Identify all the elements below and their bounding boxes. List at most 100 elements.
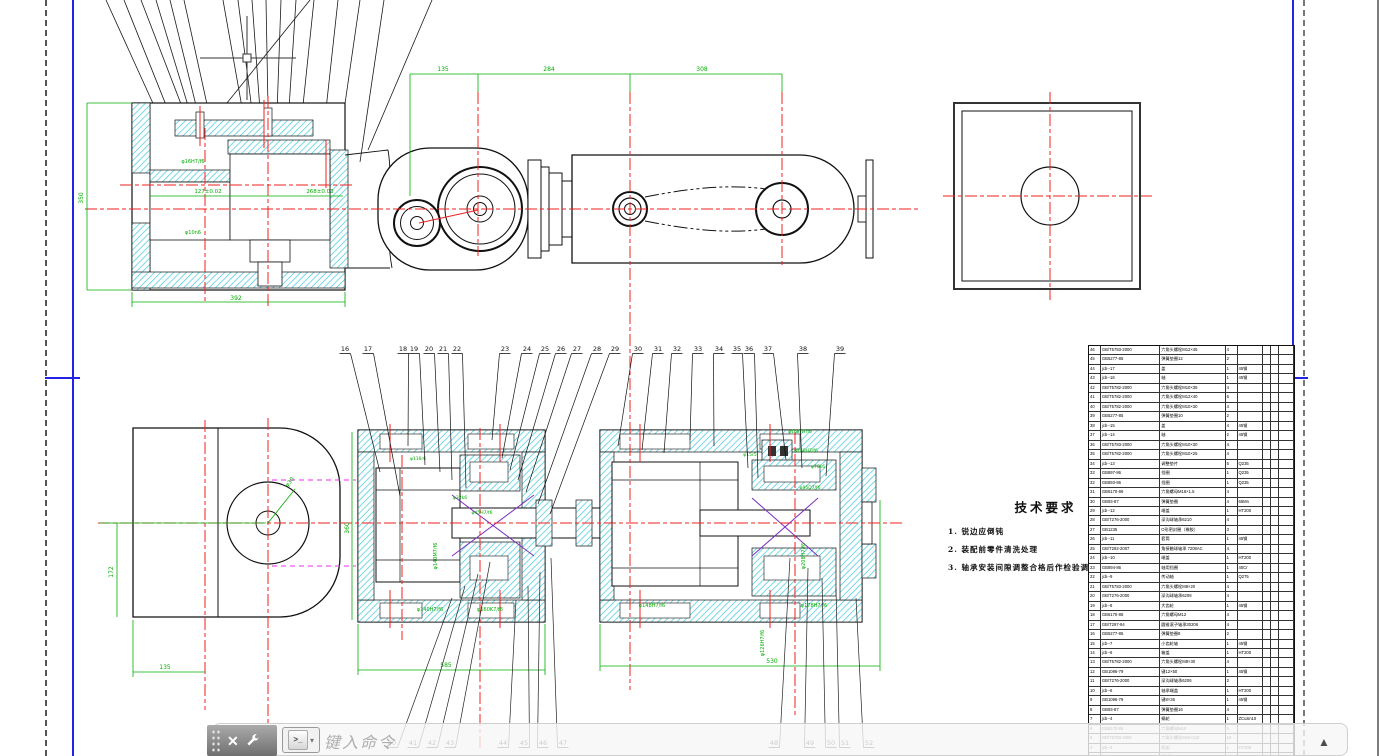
table-cell: GB894-86 [1101,563,1161,573]
table-cell [1271,544,1280,554]
table-cell: 六角螺母M16×1.5 [1160,488,1226,497]
table-cell: ZCuSn10 [1238,715,1264,724]
table-cell [1263,364,1272,374]
table-cell: 45钢 [1238,667,1264,677]
table-cell: 29 [1089,506,1101,516]
table-cell: 1 [1226,506,1238,516]
table-cell: 40Cr [1238,563,1264,573]
table-cell [1263,715,1272,724]
command-bar-handle[interactable]: ✕ [207,725,277,756]
table-cell: GB5277-85 [1101,630,1161,639]
table-cell [1279,667,1294,677]
table-cell [1238,440,1264,450]
table-cell [1279,516,1294,525]
table-cell: 11 [1089,677,1101,686]
table-cell: Q235 [1238,469,1264,478]
table-cell [1279,383,1294,393]
table-cell [1279,525,1294,535]
table-cell [1271,516,1280,525]
table-cell: GB6170-86 [1101,488,1161,497]
table-cell [1238,677,1264,686]
table-cell [1271,412,1280,421]
table-cell: GB5277-85 [1101,412,1161,421]
table-cell [1271,497,1280,506]
table-cell [1271,506,1280,516]
table-cell: jcb--8 [1101,601,1161,611]
table-cell [1279,402,1294,412]
table-cell: 32 [1089,478,1101,488]
table-cell [1263,592,1272,601]
table-cell [1238,346,1264,355]
command-prompt-icon[interactable]: >_ [287,730,308,750]
table-cell [1263,478,1272,488]
table-cell [1238,412,1264,421]
table-cell: GB/T297-94 [1101,620,1161,630]
dimension-label: φ178H7/f6 [801,603,827,609]
table-cell [1271,383,1280,393]
leader-number: 35 [733,345,741,353]
drag-grip-icon[interactable] [211,728,221,753]
dimension-label: 172 [108,566,115,578]
dimension-label: φ126H7/f6 [760,630,766,656]
table-cell: 4 [1226,592,1238,601]
table-cell [1271,535,1280,544]
window-border-right [1377,0,1379,756]
table-cell: 1 [1226,364,1238,374]
table-cell [1279,573,1294,582]
dimension-label: 135 [159,664,171,671]
table-cell [1263,611,1272,620]
table-cell: 17 [1089,620,1101,630]
table-cell [1238,592,1264,601]
table-cell [1279,601,1294,611]
table-cell: 24 [1089,554,1101,563]
chevron-down-icon[interactable]: ▾ [309,735,314,745]
dimension-label: φ208H7/f6 [801,543,807,569]
table-cell [1271,374,1280,383]
table-cell [1263,554,1272,563]
table-cell [1263,506,1272,516]
table-cell: 弹簧垫圈8 [1160,630,1226,639]
table-cell: Q235 [1238,478,1264,488]
table-cell: 37 [1089,431,1101,440]
table-cell: 45钢 [1238,374,1264,383]
table-cell: 1 [1226,639,1238,648]
command-prompt-box[interactable]: >_ ▾ [282,727,320,753]
table-cell: 弹簧垫圈12 [1160,355,1226,364]
table-cell [1279,364,1294,374]
table-cell [1271,488,1280,497]
table-cell: 21 [1089,582,1101,592]
table-cell: jcb--11 [1101,535,1161,544]
table-cell: 六角头螺栓M10×30 [1160,402,1226,412]
close-icon[interactable]: ✕ [227,732,239,749]
table-cell [1279,374,1294,383]
command-input[interactable]: 键入命令 [324,735,397,752]
wrench-icon[interactable] [245,733,261,749]
table-cell [1271,658,1280,667]
table-cell: 4 [1226,383,1238,393]
table-cell: 13 [1089,658,1101,667]
expand-arrow-button[interactable]: ▲ [1318,735,1330,749]
dimension-label: φ45H7/f6 [472,510,493,516]
table-cell [1271,450,1280,459]
table-cell: 键8×36 [1160,696,1226,705]
table-cell [1263,459,1272,469]
table-cell [1263,469,1272,478]
table-cell [1238,402,1264,412]
table-cell [1263,649,1272,658]
table-cell [1271,459,1280,469]
table-cell: 35 [1089,450,1101,459]
